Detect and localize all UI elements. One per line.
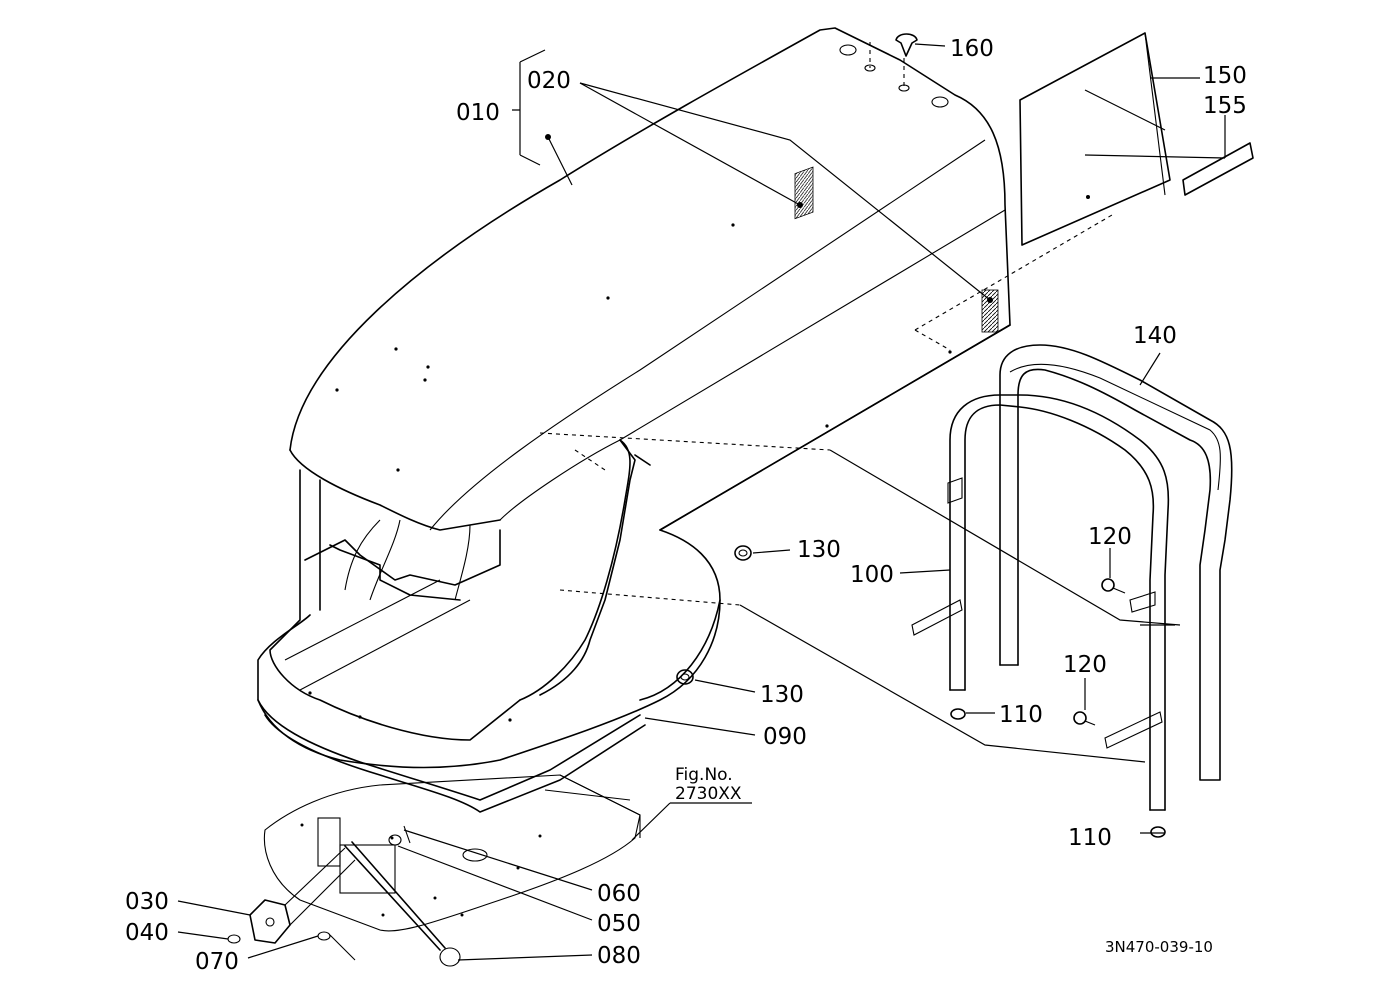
leader-lines [177,43,1226,961]
callout-040: 040 [125,920,169,946]
figure-ref-line2: 2730XX [675,784,742,804]
callout-070: 070 [195,949,239,975]
nut-110-lower [1150,826,1166,838]
callout-160: 160 [950,36,994,62]
callout-155: 155 [1203,93,1247,119]
callout-130-lower: 130 [760,682,804,708]
assembly-dashed-lines [539,42,1113,606]
guard-frame-140 [999,344,1233,781]
bolt-120-lower [1073,711,1096,726]
hood-bonnet [257,27,1011,813]
bolt-120-upper [1101,578,1126,594]
drawing-code: 3N470-039-10 [1105,938,1213,956]
callout-110-upper: 110 [999,702,1043,728]
nut-110-upper [950,708,966,720]
callout-150: 150 [1203,63,1247,89]
callout-060: 060 [597,881,641,907]
callout-050: 050 [597,911,641,937]
callout-110-lower: 110 [1068,825,1112,851]
bracket-frame-100 [911,394,1170,811]
grommet-130-upper [734,545,752,561]
callout-090: 090 [763,724,807,750]
callout-010: 010 [456,100,500,126]
side-cover-150 [1019,32,1171,246]
callout-030: 030 [125,889,169,915]
grommet-130-lower [676,669,694,685]
callout-120-upper: 120 [1088,524,1132,550]
callout-labels: 010 020 160 150 155 140 120 120 100 130 … [125,36,1247,975]
seal-strip-155 [1182,142,1254,196]
callout-080: 080 [597,943,641,969]
callout-130-upper: 130 [797,537,841,563]
figure-ref-line1: Fig.No. [675,765,733,785]
under-plate-assembly [227,774,641,967]
callout-020: 020 [527,68,571,94]
callout-100: 100 [850,562,894,588]
callout-120-lower: 120 [1063,652,1107,678]
callout-140: 140 [1133,323,1177,349]
cap-160 [895,33,918,57]
